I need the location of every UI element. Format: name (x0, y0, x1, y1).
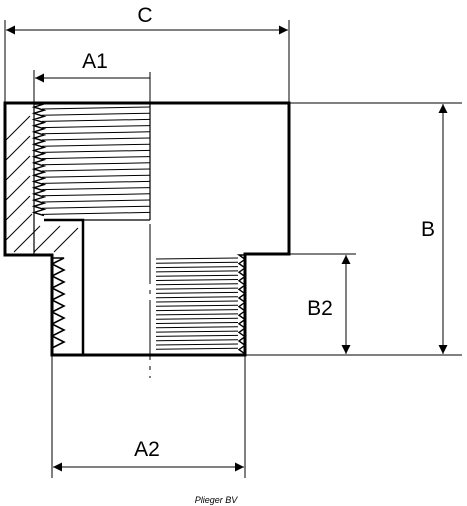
female-thread-profile (31, 103, 47, 217)
body-outline (3, 101, 291, 357)
credit-text: Plieger BV (195, 495, 239, 505)
thread-line (155, 300, 239, 303)
male-thread-profile (236, 254, 247, 355)
section-hatching (5, 115, 79, 253)
dimension-c: C (4, 4, 290, 103)
thread-line (155, 317, 239, 320)
thread-line (41, 143, 151, 147)
thread-line (155, 343, 239, 346)
thread-line (155, 261, 239, 264)
thread-line (155, 296, 239, 299)
thread-line (41, 137, 151, 141)
thread-line (155, 283, 239, 286)
thread-line (155, 309, 239, 312)
thread-line (41, 112, 151, 116)
thread-line (155, 339, 239, 342)
dimension-c-label: C (137, 4, 152, 27)
thread-line (155, 322, 239, 324)
female-thread (41, 106, 151, 215)
dimension-a2: A2 (51, 355, 246, 478)
thread-line (155, 287, 239, 290)
thread-line (41, 162, 151, 166)
dimension-a1: A1 (33, 50, 150, 103)
thread-line (155, 266, 239, 269)
dimension-b-label: B (421, 218, 435, 241)
thread-line (155, 270, 239, 273)
section-inner-step (44, 218, 85, 355)
thread-line (41, 149, 151, 153)
thread-line (155, 313, 239, 316)
thread-line (41, 106, 151, 110)
dimension-a2-label: A2 (134, 438, 160, 461)
thread-line (155, 279, 239, 281)
thread-line (41, 180, 151, 184)
thread-line (41, 199, 151, 203)
thread-line (41, 125, 151, 129)
male-thread-section-profile (50, 257, 66, 349)
thread-line (41, 193, 151, 197)
thread-line (155, 304, 239, 307)
thread-line (155, 334, 239, 337)
dimension-b: B (245, 102, 462, 356)
thread-line (41, 205, 151, 209)
dimension-b2-label: B2 (307, 297, 333, 320)
thread-line (41, 156, 151, 160)
thread-line (41, 131, 151, 135)
dimension-b2: B2 (245, 253, 356, 354)
thread-line (155, 347, 239, 350)
male-thread (155, 257, 239, 350)
thread-line (41, 168, 151, 172)
dimension-a1-label: A1 (82, 50, 108, 73)
thread-line (155, 291, 239, 294)
thread-line (155, 330, 239, 333)
thread-line (41, 187, 151, 191)
thread-line (155, 326, 239, 329)
thread-line (41, 174, 151, 178)
thread-line (155, 274, 239, 277)
thread-line (41, 118, 151, 122)
thread-line (41, 211, 151, 215)
thread-line (155, 257, 239, 260)
